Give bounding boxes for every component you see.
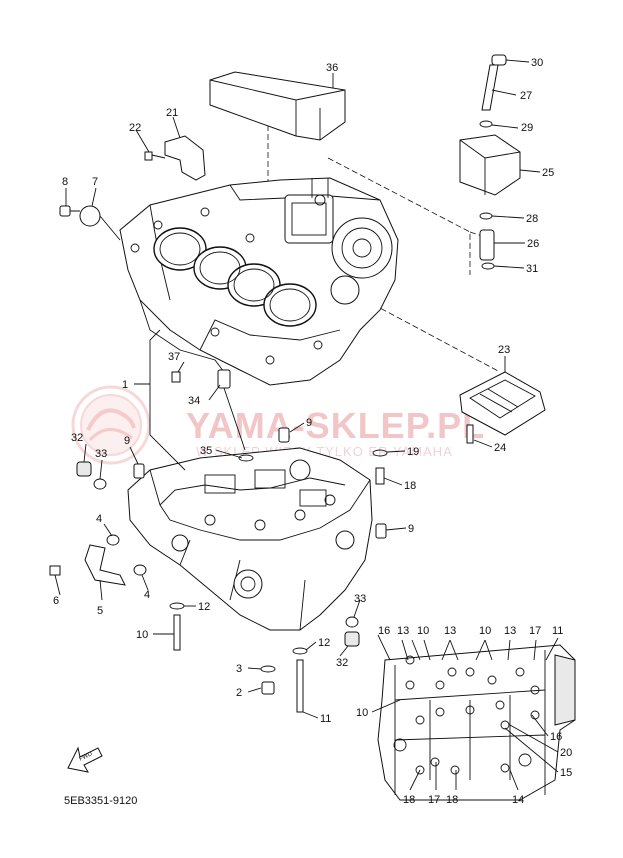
part-27-hose — [481, 64, 499, 111]
callout-31: 31 — [526, 263, 538, 275]
callout-11-top: 11 — [552, 625, 563, 637]
callout-26: 26 — [527, 238, 539, 250]
callout-30: 30 — [531, 57, 543, 69]
watermark-brand: YAMA-SKLEP.PL — [186, 405, 485, 446]
callout-33-right: 33 — [354, 593, 366, 605]
callout-32-right: 32 — [336, 657, 348, 669]
callout-10-c: 10 — [479, 625, 491, 637]
part-22-bolt — [144, 151, 166, 161]
callout-10-left: 10 — [136, 629, 148, 641]
callout-25: 25 — [542, 167, 554, 179]
fwd-label: FWD — [78, 751, 94, 763]
part-9-dowel-top — [278, 427, 290, 443]
fwd-arrow-icon: FWD — [67, 746, 103, 773]
callout-19: 19 — [407, 446, 419, 458]
callout-13-b: 13 — [444, 625, 456, 637]
watermark-logo-icon — [71, 385, 151, 465]
callout-13-a: 13 — [397, 625, 409, 637]
part-7-cover — [79, 205, 101, 227]
callout-34: 34 — [188, 395, 200, 407]
part-36-cover — [209, 71, 346, 141]
callout-10-d: 10 — [356, 707, 368, 719]
callout-23: 23 — [498, 344, 510, 356]
callout-12-left: 12 — [198, 601, 210, 613]
callout-20: 20 — [560, 747, 572, 759]
callout-24: 24 — [494, 442, 506, 454]
callout-27: 27 — [520, 90, 532, 102]
callout-22: 22 — [129, 122, 141, 134]
callout-4-right: 4 — [144, 589, 150, 601]
callout-15: 15 — [560, 767, 572, 779]
callout-13-c: 13 — [504, 625, 516, 637]
part-11-bolt — [296, 659, 304, 713]
part-21-bracket — [164, 135, 206, 181]
callout-9-right: 9 — [408, 523, 414, 535]
callout-32-left: 32 — [71, 432, 83, 444]
bolt-detail-inset — [377, 644, 576, 801]
small-parts: FWD — [49, 54, 546, 773]
callout-14: 14 — [512, 794, 524, 806]
diagram-code: 5EB3351-9120 — [64, 795, 137, 807]
part-24-bolt — [466, 424, 474, 444]
callout-2: 2 — [236, 687, 242, 699]
part-10-bolt-left — [173, 614, 181, 651]
callout-7: 7 — [92, 176, 98, 188]
cylinder-bore-4 — [263, 283, 317, 327]
part-32-plug-right — [344, 631, 360, 647]
watermark: YAMA-SKLEP.PL W SKLEP WIRZY TYLKO ER YAM… — [71, 385, 485, 465]
callout-17-top: 17 — [529, 625, 541, 637]
part-5-oil-pipe — [84, 544, 126, 586]
part-6-bolt — [49, 565, 61, 576]
leader-lines — [54, 59, 559, 791]
callout-18-b: 18 — [403, 794, 415, 806]
part-25-breather — [459, 134, 521, 196]
callout-16-right: 16 — [550, 731, 562, 743]
part-8-plug — [59, 205, 71, 217]
callout-21: 21 — [166, 107, 178, 119]
callout-17-bottom: 17 — [428, 794, 440, 806]
callout-6: 6 — [53, 595, 59, 607]
lower-crankcase — [127, 447, 373, 631]
callout-8: 8 — [62, 176, 68, 188]
callout-12-right: 12 — [318, 637, 330, 649]
part-9-dowel-right — [375, 523, 387, 539]
part-32-plug-left — [76, 461, 92, 477]
callout-36: 36 — [326, 62, 338, 74]
callout-11-bottom: 11 — [320, 713, 331, 725]
callout-10-b: 10 — [417, 625, 429, 637]
callout-18-right: 18 — [404, 480, 416, 492]
callout-18-c: 18 — [446, 794, 458, 806]
callout-35: 35 — [200, 445, 212, 457]
callout-5: 5 — [97, 605, 103, 617]
callout-29: 29 — [521, 122, 533, 134]
upper-crankcase — [119, 177, 399, 386]
callout-9-top: 9 — [306, 417, 312, 429]
callout-numbers: 36 21 22 8 7 30 27 29 25 28 26 31 23 24 … — [53, 57, 572, 806]
callout-3: 3 — [236, 663, 242, 675]
callout-1: 1 — [122, 379, 128, 391]
part-9-dowel-left — [133, 463, 145, 479]
callout-4-left: 4 — [96, 513, 102, 525]
part-30-clamp — [491, 54, 507, 66]
part-2-collar — [261, 681, 275, 695]
callout-28: 28 — [526, 213, 538, 225]
callout-9-left: 9 — [124, 435, 130, 447]
part-37-bolt — [171, 371, 181, 383]
callout-37: 37 — [168, 351, 180, 363]
part-18-bolt-right — [375, 467, 385, 485]
cylinder-bore-1 — [153, 227, 207, 271]
callout-16-top: 16 — [378, 625, 390, 637]
part-26-tube — [479, 229, 495, 261]
callout-33-left: 33 — [95, 448, 107, 460]
